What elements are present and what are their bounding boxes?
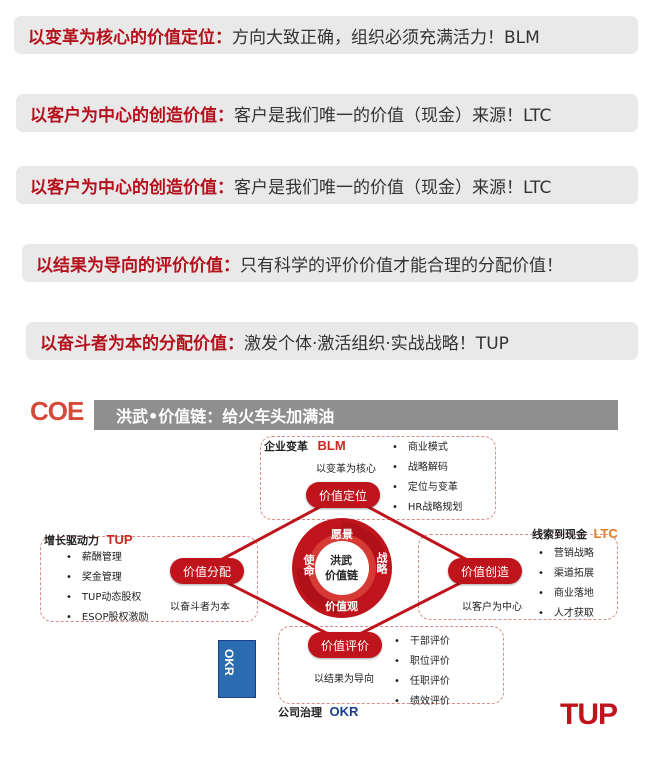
right-group-label: 线索到现金 LTC <box>532 526 618 542</box>
wheel-segment-strategy: 战略 <box>375 552 388 574</box>
wheel-center-line1: 洪武 <box>330 554 352 567</box>
banner-desc: 激发个体·激活组织·实战战略！TUP <box>244 333 509 354</box>
list-item: 战略解码 <box>392 458 462 478</box>
diamond-wheel-graphic <box>198 492 490 644</box>
blm-tag: BLM <box>317 438 346 453</box>
wheel-center <box>315 541 369 595</box>
tup-corner-logo: TUP <box>560 698 618 731</box>
list-item: TUP动态股权 <box>66 588 148 608</box>
bottom-sub: 以结果为导向 <box>314 674 374 685</box>
left-item-list: 薪酬管理 奖金管理 TUP动态股权 ESOP股权激励 <box>66 548 149 628</box>
list-item: 职位评价 <box>394 652 450 672</box>
list-item: 营销战略 <box>538 544 594 564</box>
right-sub: 以客户为中心 <box>462 602 522 613</box>
wheel-segment-vision: 愿景 <box>331 528 353 541</box>
bottom-group-label: 公司治理 OKR <box>278 704 358 720</box>
wheel-center-line2: 价值链 <box>325 569 358 582</box>
list-item: 商业模式 <box>392 438 462 458</box>
banner-desc: 客户是我们唯一的价值（现金）来源！LTC <box>234 177 552 198</box>
tup-tag: TUP <box>106 532 133 547</box>
list-item: 商业落地 <box>538 584 594 604</box>
list-item: ESOP股权激励 <box>66 608 149 628</box>
right-item-list: 营销战略 渠道拓展 商业落地 人才获取 <box>538 544 594 624</box>
ltc-tag: LTC <box>593 526 618 541</box>
okr-book-image: OKR <box>218 640 256 698</box>
left-sub: 以奋斗者为本 <box>170 602 230 613</box>
okr-book-text: OKR <box>222 649 236 676</box>
wheel-segment-values: 价值观 <box>325 600 358 613</box>
top-group-title: 企业变革 <box>264 440 308 453</box>
banner-3: 以客户为中心的创造价值： 客户是我们唯一的价值（现金）来源！LTC <box>16 166 638 204</box>
node-value-creation: 价值创造 <box>448 558 522 584</box>
node-value-positioning: 价值定位 <box>306 482 380 508</box>
list-item: 定位与变革 <box>392 478 462 498</box>
value-chain-diagram: COE 洪武•价值链：给火车头加满油 洪武 价值链 愿景 战略 价值观 使命 企… <box>20 386 640 738</box>
banner-desc: 方向大致正确，组织必须充满活力！BLM <box>232 27 540 48</box>
banner-title: 以变革为核心的价值定位： <box>28 27 232 48</box>
left-group-label: 增长驱动力 TUP <box>44 532 133 548</box>
diagram-header: 洪武•价值链：给火车头加满油 <box>94 400 618 430</box>
list-item: 绩效评价 <box>394 692 450 712</box>
left-group-title: 增长驱动力 <box>44 534 99 547</box>
banner-title: 以结果为导向的评价价值： <box>36 255 240 276</box>
top-sub: 以变革为核心 <box>316 464 376 475</box>
node-value-distribution: 价值分配 <box>170 558 244 584</box>
banner-4: 以结果为导向的评价价值： 只有科学的评价价值才能合理的分配价值！ <box>22 244 638 282</box>
banner-desc: 只有科学的评价价值才能合理的分配价值！ <box>240 255 563 276</box>
list-item: 任职评价 <box>394 672 450 692</box>
top-item-list: 商业模式 战略解码 定位与变革 HR战略规划 <box>392 438 462 518</box>
wheel-arrows <box>342 522 388 568</box>
banner-title: 以客户为中心的创造价值： <box>30 105 234 126</box>
coe-logo: COE <box>30 396 84 426</box>
list-item: 渠道拓展 <box>538 564 594 584</box>
list-item: 奖金管理 <box>66 568 148 588</box>
node-value-evaluation: 价值评价 <box>308 632 382 658</box>
banner-title: 以奋斗者为本的分配价值： <box>40 333 244 354</box>
bottom-item-list: 干部评价 职位评价 任职评价 绩效评价 <box>394 632 450 712</box>
wheel-segment-mission: 使命 <box>302 554 315 576</box>
list-item: 人才获取 <box>538 604 594 624</box>
bottom-group-title: 公司治理 <box>278 706 322 719</box>
list-item: 干部评价 <box>394 632 450 652</box>
banner-5: 以奋斗者为本的分配价值： 激发个体·激活组织·实战战略！TUP <box>26 322 638 360</box>
banner-desc: 客户是我们唯一的价值（现金）来源！LTC <box>234 105 552 126</box>
banner-title: 以客户为中心的创造价值： <box>30 177 234 198</box>
list-item: HR战略规划 <box>392 498 462 518</box>
top-group-label: 企业变革 BLM <box>264 438 346 454</box>
right-group-title: 线索到现金 <box>532 528 587 541</box>
list-item: 薪酬管理 <box>66 548 148 568</box>
banner-1: 以变革为核心的价值定位： 方向大致正确，组织必须充满活力！BLM <box>14 16 638 54</box>
okr-tag: OKR <box>329 704 359 719</box>
banner-2: 以客户为中心的创造价值： 客户是我们唯一的价值（现金）来源！LTC <box>16 94 638 132</box>
